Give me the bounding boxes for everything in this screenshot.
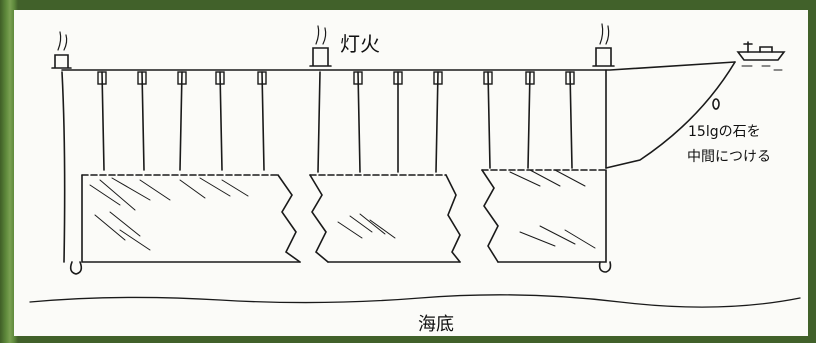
water-surface-line bbox=[61, 61, 736, 71]
lantern-icon-right bbox=[592, 23, 615, 67]
stone-note-line1: 15lgの石を bbox=[688, 124, 761, 140]
net-section-3 bbox=[481, 169, 612, 273]
boat-icon bbox=[736, 41, 786, 71]
slope-line bbox=[605, 61, 736, 169]
seabed-label: 海底 bbox=[418, 314, 454, 335]
lantern-icon-center bbox=[309, 25, 332, 67]
stone-note-line2: 中間につける bbox=[687, 149, 771, 165]
stone-marker bbox=[712, 98, 720, 110]
float-lines bbox=[61, 69, 607, 263]
lantern-icon-left bbox=[51, 31, 72, 69]
net-section-2 bbox=[309, 174, 461, 263]
light-label: 灯火 bbox=[340, 32, 380, 56]
float-markers bbox=[97, 71, 575, 85]
net-section-1 bbox=[69, 174, 301, 275]
diagram-panel bbox=[14, 10, 808, 336]
seabed-line bbox=[29, 294, 801, 308]
